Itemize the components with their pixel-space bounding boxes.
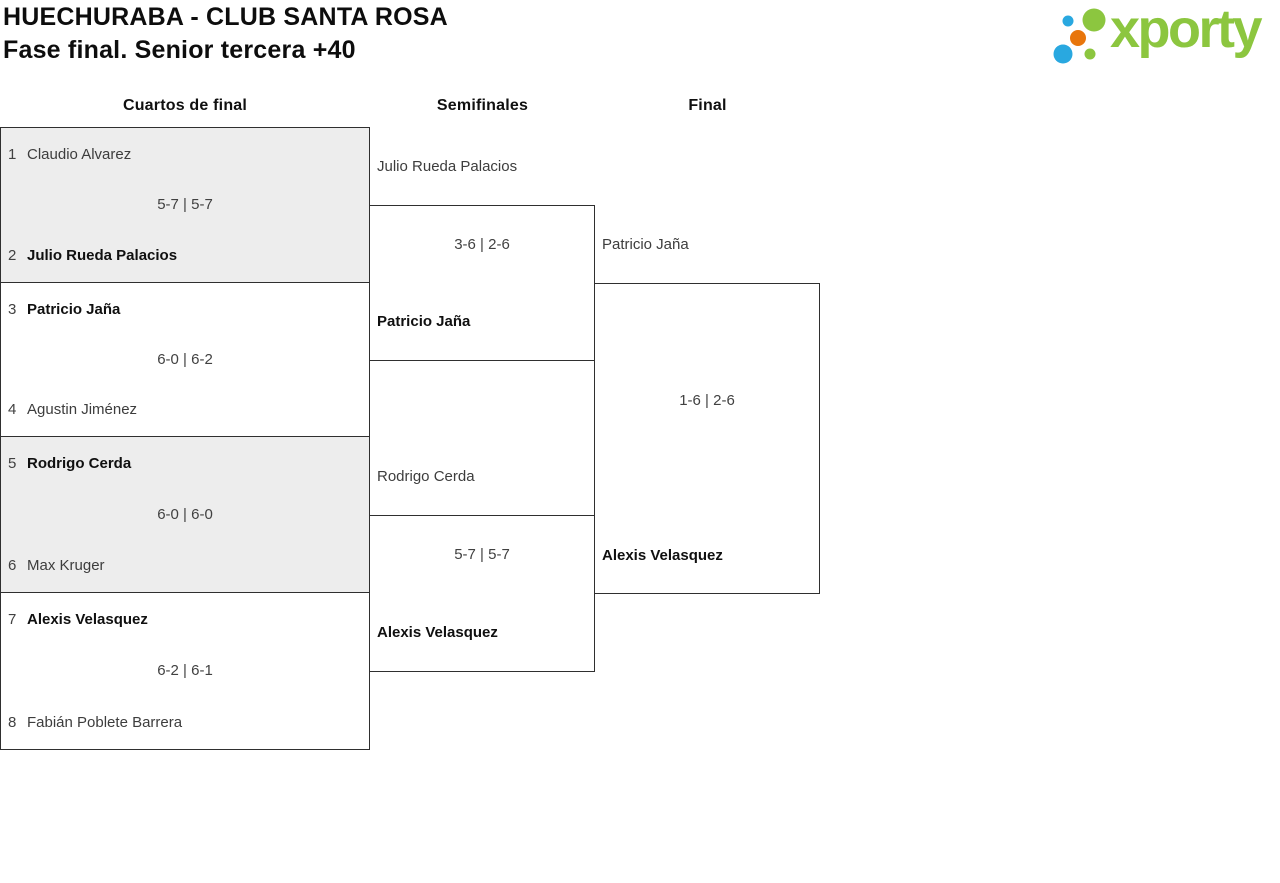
player-row: 1 Claudio Alvarez — [8, 145, 131, 165]
player-row: Patricio Jaña — [377, 312, 470, 332]
logo-dot-blue-small — [1062, 15, 1074, 27]
match-score: 3-6 | 2-6 — [454, 236, 510, 253]
logo-dot-green-large — [1082, 8, 1106, 32]
logo-dot-green-small — [1084, 48, 1096, 60]
page-title: HUECHURABA - CLUB SANTA ROSA — [3, 3, 448, 31]
player-seed: 3 — [8, 301, 17, 318]
player-row: Rodrigo Cerda — [377, 467, 475, 487]
player-row: 6 Max Kruger — [8, 556, 105, 576]
player-seed: 6 — [8, 557, 17, 574]
player-seed: 1 — [8, 146, 17, 163]
match-quarterfinal-3[interactable]: 5 Rodrigo Cerda 6-0 | 6-0 6 Max Kruger — [0, 436, 370, 593]
match-semifinal-2[interactable]: Rodrigo Cerda 5-7 | 5-7 Alexis Velasquez — [369, 468, 595, 672]
player-name: Alexis Velasquez — [377, 624, 498, 641]
player-seed: 5 — [8, 455, 17, 472]
player-name: Patricio Jaña — [377, 313, 471, 330]
player-name: Agustin Jiménez — [27, 401, 138, 418]
player-seed: 8 — [8, 714, 17, 731]
match-score: 6-0 | 6-0 — [157, 505, 213, 523]
logo-dot-orange — [1070, 30, 1086, 46]
match-score: 6-0 | 6-2 — [157, 350, 213, 368]
logo-dot-blue-large — [1053, 44, 1073, 64]
match-score: 1-6 | 2-6 — [679, 392, 735, 409]
player-seed: 4 — [8, 401, 17, 418]
match-quarterfinal-2[interactable]: 3 Patricio Jaña 6-0 | 6-2 4 Agustin Jiméne… — [0, 282, 370, 437]
player-name: Patricio Jaña — [27, 301, 121, 318]
match-score: 6-2 | 6-1 — [157, 662, 213, 679]
player-name: Patricio Jaña — [602, 236, 689, 253]
player-row: Alexis Velasquez — [377, 623, 498, 643]
match-quarterfinal-1[interactable]: 1 Claudio Alvarez 5-7 | 5-7 2 Julio Rueda … — [0, 127, 370, 283]
xporty-logo[interactable]: xporty — [1046, 0, 1278, 72]
round-header-semifinals: Semifinales — [436, 97, 529, 114]
player-row: Alexis Velasquez — [602, 546, 723, 566]
xporty-dots-icon — [1053, 8, 1106, 64]
match-score: 5-7 | 5-7 — [157, 196, 213, 213]
player-name: Claudio Alvarez — [27, 146, 132, 163]
player-name: Max Kruger — [27, 557, 105, 574]
player-row: 8 Fabián Poblete Barrera — [8, 713, 182, 733]
player-name: Alexis Velasquez — [602, 547, 723, 564]
match-quarterfinal-4[interactable]: 7 Alexis Velasquez 6-2 | 6-1 8 Fabián Pobl… — [0, 592, 370, 750]
player-row: 4 Agustin Jiménez — [8, 400, 137, 420]
player-name: Julio Rueda Palacios — [27, 247, 178, 264]
player-row: 2 Julio Rueda Palacios — [8, 246, 177, 266]
match-final[interactable]: Patricio Jaña 1-6 | 2-6 Alexis Velasquez — [594, 236, 820, 594]
match-semifinal-1[interactable]: Julio Rueda Palacios 3-6 | 2-6 Patricio … — [369, 158, 595, 361]
player-name: Fabián Poblete Barrera — [27, 714, 183, 731]
match-score: 5-7 | 5-7 — [454, 546, 510, 563]
player-seed: 2 — [8, 247, 17, 264]
player-name: Julio Rueda Palacios — [377, 158, 518, 175]
round-header-quarterfinals: Cuartos de final — [122, 97, 248, 114]
player-row: Patricio Jaña — [602, 235, 689, 255]
player-row: 7 Alexis Velasquez — [8, 610, 148, 630]
xporty-logo-text: xporty — [1110, 0, 1263, 59]
player-row: 5 Rodrigo Cerda — [8, 454, 131, 474]
page-subtitle: Fase final. Senior tercera +40 — [3, 36, 356, 64]
player-name: Alexis Velasquez — [27, 611, 148, 628]
player-seed: 7 — [8, 611, 17, 628]
round-header-final: Final — [688, 97, 727, 114]
player-row: Julio Rueda Palacios — [377, 157, 517, 177]
player-row: 3 Patricio Jaña — [8, 300, 120, 320]
player-name: Rodrigo Cerda — [377, 468, 475, 485]
player-name: Rodrigo Cerda — [27, 455, 132, 472]
